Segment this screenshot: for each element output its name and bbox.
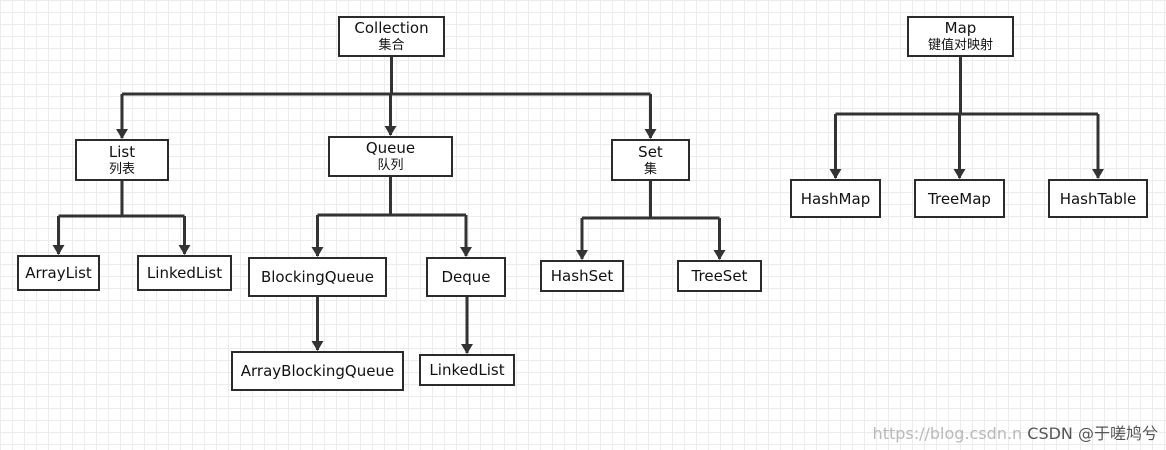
treeset-node: TreeSet bbox=[677, 260, 762, 292]
node-label: Set bbox=[638, 142, 663, 161]
node-label: BlockingQueue bbox=[260, 268, 375, 286]
node-sublabel: 键值对映射 bbox=[927, 38, 993, 54]
blockingqueue-node: BlockingQueue bbox=[248, 257, 387, 297]
node-sublabel: 列表 bbox=[108, 161, 135, 177]
node-sublabel: 队列 bbox=[377, 158, 404, 174]
node-label: Map bbox=[944, 19, 977, 38]
node-label: LinkedList bbox=[429, 361, 505, 379]
node-label: Deque bbox=[441, 268, 491, 286]
arrayblockingqueue-node: ArrayBlockingQueue bbox=[231, 351, 404, 391]
node-label: TreeSet bbox=[691, 267, 748, 285]
watermark-url: https://blog.csdn.n bbox=[872, 424, 1023, 443]
node-label: LinkedList bbox=[146, 264, 223, 282]
watermark-brand: CSDN @于嗟鸠兮 bbox=[1027, 424, 1158, 443]
deque-node: Deque bbox=[426, 257, 506, 297]
hashmap-node: HashMap bbox=[790, 179, 881, 218]
node-sublabel: 集合 bbox=[378, 38, 405, 54]
node-label: TreeMap bbox=[928, 189, 991, 208]
linkedlist-node: LinkedList bbox=[137, 255, 232, 291]
node-label: ArrayBlockingQueue bbox=[240, 362, 395, 380]
node-label: HashTable bbox=[1059, 189, 1137, 208]
deque-linkedlist-node: LinkedList bbox=[419, 354, 515, 386]
hashtable-node: HashTable bbox=[1048, 179, 1148, 218]
node-label: Collection bbox=[354, 19, 429, 38]
node-label: HashMap bbox=[800, 189, 871, 208]
watermark: https://blog.csdn.n CSDN @于嗟鸠兮 bbox=[873, 420, 1158, 444]
list-node: List 列表 bbox=[75, 139, 169, 181]
node-label: ArrayList bbox=[25, 264, 92, 282]
set-node: Set 集 bbox=[611, 139, 690, 181]
node-label: HashSet bbox=[550, 267, 614, 285]
hashset-node: HashSet bbox=[540, 260, 624, 292]
map-node: Map 键值对映射 bbox=[907, 16, 1014, 57]
node-label: Queue bbox=[365, 139, 416, 158]
arraylist-node: ArrayList bbox=[17, 255, 100, 291]
treemap-node: TreeMap bbox=[914, 179, 1005, 218]
queue-node: Queue 队列 bbox=[328, 136, 453, 177]
node-sublabel: 集 bbox=[643, 161, 657, 177]
node-label: List bbox=[108, 142, 136, 161]
collection-node: Collection 集合 bbox=[338, 16, 445, 57]
